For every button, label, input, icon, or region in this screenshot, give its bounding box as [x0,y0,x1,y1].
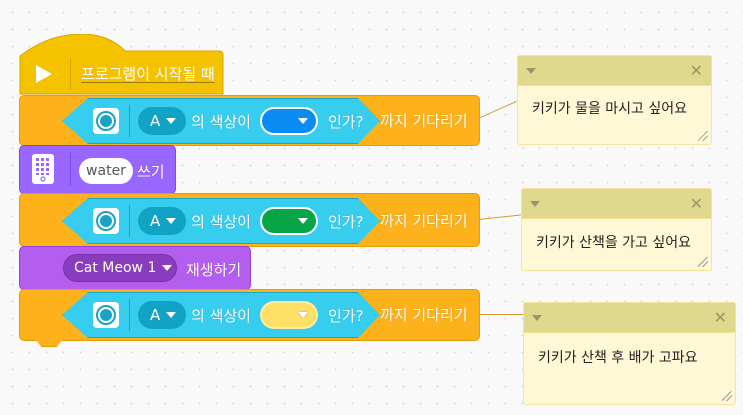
close-icon[interactable]: ✕ [689,194,703,213]
color-dropdown[interactable] [260,301,318,329]
port-dropdown[interactable]: A [138,207,186,235]
chevron-down-icon [298,118,308,124]
text-input[interactable]: water [79,158,133,184]
write-action-label: 쓰기 [137,163,165,181]
condition-suffix: 인가? [328,113,364,131]
play-icon [36,65,52,83]
comment-text[interactable]: 키키가 산책 후 배가 고파요 [538,350,698,366]
sound-action-label: 재생하기 [186,261,242,279]
comment-header[interactable]: ✕ [524,303,735,333]
wait-action-label: 까지 기다리기 [380,306,468,324]
comment-note-3[interactable]: ✕ 키키가 산책 후 배가 고파요 [523,302,736,405]
sound-dropdown[interactable]: Cat Meow 1 [63,254,177,282]
comment-link-line [478,214,523,220]
comment-text[interactable]: 키키가 산책을 가고 싶어요 [536,235,692,251]
chevron-down-icon [298,218,308,224]
color-sensor-condition[interactable]: A 의 색상이 인가? [62,292,380,338]
chevron-down-icon [162,265,173,271]
color-sensor-icon [93,208,119,234]
chevron-down-icon [166,118,176,124]
color-dropdown[interactable] [260,107,318,135]
color-sensor-icon [93,108,119,134]
port-value: A [150,112,161,130]
wait-action-label: 까지 기다리기 [380,212,468,230]
resize-handle-icon[interactable] [698,257,708,267]
chevron-down-icon [166,218,176,224]
wait-until-color-block-2[interactable]: A 의 색상이 인가? 까지 기다리기 [19,193,480,247]
comment-header[interactable]: ✕ [522,189,711,219]
port-dropdown[interactable]: A [138,107,186,135]
wait-until-color-block-3[interactable]: A 의 색상이 인가? 까지 기다리기 [19,289,480,341]
text-input-value: water [86,163,126,179]
comment-link-line [478,314,524,315]
collapse-caret-icon[interactable] [532,315,542,321]
close-icon[interactable]: ✕ [713,308,727,327]
condition-text: 의 색상이 [191,113,251,131]
color-sensor-condition[interactable]: A 의 색상이 인가? [62,98,380,144]
condition-suffix: 인가? [328,307,364,325]
resize-handle-icon[interactable] [722,391,732,401]
comment-text[interactable]: 키키가 물을 마시고 싶어요 [532,101,688,117]
comment-note-2[interactable]: ✕ 키키가 산책을 가고 싶어요 [521,188,712,271]
chevron-down-icon [166,312,176,318]
port-dropdown[interactable]: A [138,301,186,329]
when-program-starts-block[interactable]: 프로그램이 시작될 때 [19,34,224,96]
condition-text: 의 색상이 [191,213,251,231]
hat-block-label: 프로그램이 시작될 때 [81,65,215,83]
wait-until-color-block-1[interactable]: A 의 색상이 인가? 까지 기다리기 [19,95,480,146]
chevron-down-icon [298,312,308,318]
sound-value: Cat Meow 1 [74,260,157,276]
separator [70,58,71,90]
comment-note-1[interactable]: ✕ 키키가 물을 마시고 싶어요 [517,55,712,145]
collapse-caret-icon[interactable] [530,201,540,207]
color-dropdown[interactable] [260,207,318,235]
port-value: A [150,306,161,324]
block-notch [34,338,64,347]
collapse-caret-icon[interactable] [526,68,536,74]
color-sensor-condition[interactable]: A 의 색상이 인가? [62,198,380,244]
condition-text: 의 색상이 [191,307,251,325]
close-icon[interactable]: ✕ [689,61,703,80]
comment-link-line [478,100,517,119]
write-display-block[interactable]: water 쓰기 [19,145,176,194]
comment-header[interactable]: ✕ [518,56,711,86]
separator [70,152,71,186]
play-sound-block[interactable]: Cat Meow 1 재생하기 [19,246,251,290]
hub-display-icon [32,154,54,184]
condition-suffix: 인가? [328,213,364,231]
resize-handle-icon[interactable] [698,131,708,141]
port-value: A [150,212,161,230]
separator [129,205,130,237]
wait-action-label: 까지 기다리기 [380,112,468,130]
separator [129,105,130,137]
color-sensor-icon [93,302,119,328]
separator [129,299,130,331]
